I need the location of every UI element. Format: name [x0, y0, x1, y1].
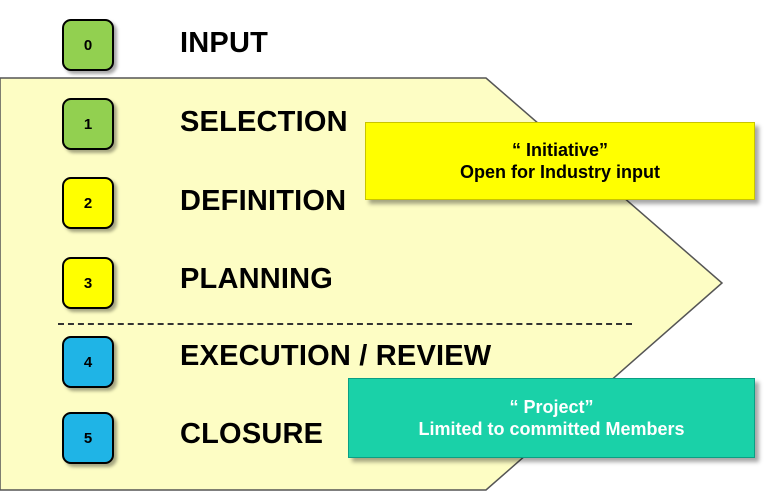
stage-row-input: 0 INPUT	[0, 19, 776, 79]
phase-divider	[58, 323, 632, 325]
step-box-2: 2	[62, 177, 114, 229]
stage-row-closure: 5 CLOSURE	[0, 412, 776, 472]
project-callout: “ Project” Limited to committed Members	[348, 378, 755, 458]
step-box-0: 0	[62, 19, 114, 71]
initiative-callout-subtitle: Open for Industry input	[460, 162, 660, 182]
project-callout-subtitle: Limited to committed Members	[418, 419, 685, 439]
stage-row-selection: 1 SELECTION	[0, 98, 776, 158]
initiative-callout-title: “ Initiative”	[511, 139, 609, 160]
initiative-callout: “ Initiative” Open for Industry input	[365, 122, 755, 200]
stage-label-definition: DEFINITION	[180, 185, 347, 217]
step-box-1: 1	[62, 98, 114, 150]
step-box-3: 3	[62, 257, 114, 309]
stage-label-planning: PLANNING	[180, 263, 334, 295]
stage-row-execution-review: 4 EXECUTION / REVIEW	[0, 336, 776, 396]
stage-row-definition: 2 DEFINITION	[0, 177, 776, 237]
stage-label-selection: SELECTION	[180, 106, 348, 138]
step-box-5: 5	[62, 412, 114, 464]
stage-row-planning: 3 PLANNING	[0, 257, 776, 317]
stage-label-input: INPUT	[180, 27, 268, 59]
stage-label-closure: CLOSURE	[180, 418, 324, 450]
project-callout-title: “ Project”	[509, 396, 594, 417]
stage-label-execution-review: EXECUTION / REVIEW	[180, 340, 492, 372]
step-box-4: 4	[62, 336, 114, 388]
